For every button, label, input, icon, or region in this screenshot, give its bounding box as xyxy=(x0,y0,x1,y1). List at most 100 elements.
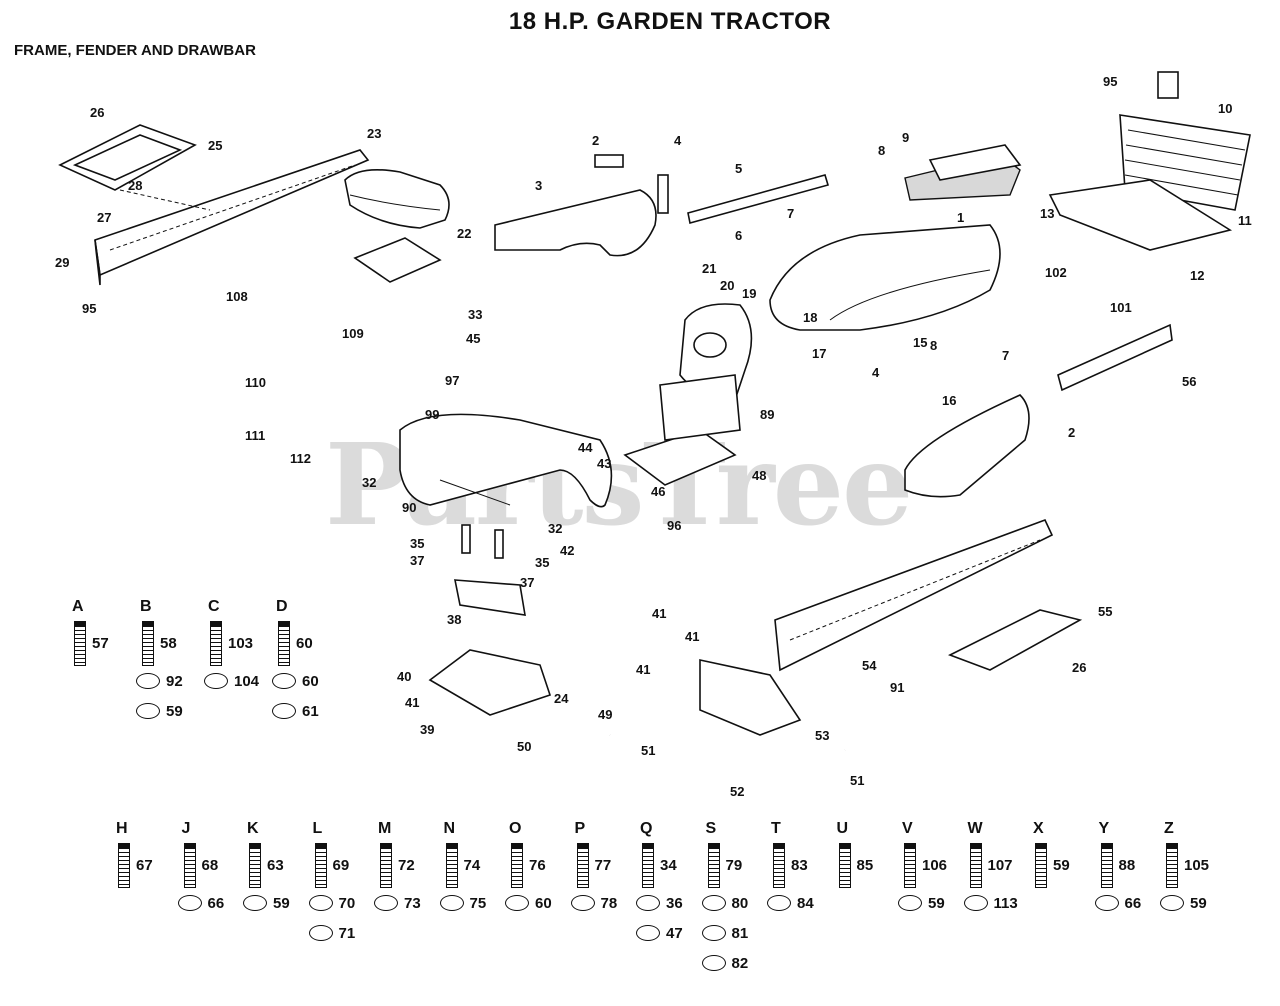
callout: 45 xyxy=(466,331,480,346)
part-number: 59 xyxy=(166,702,183,720)
hardware-part: 92 xyxy=(132,666,200,696)
hardware-part: 47 xyxy=(632,918,698,948)
part-number: 78 xyxy=(600,894,618,912)
callout: 21 xyxy=(702,261,716,276)
callout: 54 xyxy=(862,658,877,673)
callout: 90 xyxy=(402,500,416,515)
callout: 99 xyxy=(425,407,439,422)
part-number: 59 xyxy=(273,894,290,912)
callout: 48 xyxy=(752,468,766,483)
callout: 112 xyxy=(290,451,311,466)
callout: 46 xyxy=(651,484,665,499)
hardware-part: 71 xyxy=(305,918,371,948)
callout: 8 xyxy=(930,338,937,353)
part-number: 79 xyxy=(725,856,743,874)
part-2-top xyxy=(594,154,624,168)
part-number: 66 xyxy=(1124,894,1142,912)
callout: 24 xyxy=(554,691,569,706)
callout: 18 xyxy=(803,310,817,325)
hardware-part: 106 xyxy=(894,842,960,888)
mount-40 xyxy=(428,649,552,716)
hardware-part: 66 xyxy=(1091,888,1157,918)
callout: 41 xyxy=(685,629,699,644)
drawbar xyxy=(699,659,802,736)
callout: 41 xyxy=(405,695,419,710)
callout: 55 xyxy=(1098,604,1112,619)
part-number: 106 xyxy=(922,856,948,874)
part-number: 72 xyxy=(398,856,415,874)
part-number: 34 xyxy=(660,856,677,874)
bolt-icon xyxy=(838,842,851,888)
callout: 4 xyxy=(674,133,682,148)
callout: 52 xyxy=(730,784,744,799)
bolt-icon xyxy=(118,842,130,888)
seat-cushion xyxy=(344,169,450,229)
hardware-letter: J xyxy=(181,820,191,837)
part-number: 83 xyxy=(791,856,808,874)
callout: 97 xyxy=(445,373,459,388)
callout: 26 xyxy=(1072,660,1086,675)
nut-icon xyxy=(243,895,267,911)
nut-icon xyxy=(636,925,660,941)
hardware-part: 76 xyxy=(501,842,567,888)
callout: 56 xyxy=(1182,374,1196,389)
hardware-part: 59 xyxy=(1025,842,1091,888)
hardware-part: 75 xyxy=(436,888,502,918)
bolt-icon xyxy=(183,842,196,888)
hardware-letter: W xyxy=(967,820,983,837)
callout: 7 xyxy=(787,206,794,221)
callout: 29 xyxy=(55,255,69,270)
hardware-letter: H xyxy=(116,820,128,837)
bolt-icon xyxy=(904,842,916,888)
bracket-38 xyxy=(454,579,526,616)
part-number: 84 xyxy=(797,894,814,912)
nut-icon xyxy=(1160,895,1184,911)
callout: 1 xyxy=(957,210,964,225)
nut-icon xyxy=(1094,895,1119,911)
hardware-part: 84 xyxy=(763,888,829,918)
hardware-part: 107 xyxy=(960,842,1026,888)
hardware-part: 73 xyxy=(370,888,436,918)
nut-icon xyxy=(136,703,160,719)
part-number: 77 xyxy=(594,856,612,874)
part-number: 107 xyxy=(987,856,1013,874)
left-frame-rail xyxy=(94,149,370,286)
callout: 28 xyxy=(128,178,142,193)
callout: 40 xyxy=(397,669,411,684)
callout: 111 xyxy=(245,428,265,443)
hardware-group-h: H 67 xyxy=(108,820,174,888)
hardware-part: 67 xyxy=(108,842,174,888)
bolt-icon xyxy=(74,620,86,666)
part-number: 67 xyxy=(136,856,153,874)
callout: 23 xyxy=(367,126,381,141)
hardware-part: 59 xyxy=(1156,888,1222,918)
callout: 3 xyxy=(535,178,542,193)
part-5-strip xyxy=(687,174,830,224)
nut-icon xyxy=(177,895,202,911)
support-48 xyxy=(659,374,741,441)
part-95-clip xyxy=(1157,71,1179,99)
nut-icon xyxy=(570,895,595,911)
hardware-part: 85 xyxy=(829,842,895,888)
callout: 17 xyxy=(812,346,826,361)
nut-icon xyxy=(767,895,791,911)
callout: 2 xyxy=(592,133,599,148)
bolt-icon xyxy=(210,620,222,666)
bolt-icon xyxy=(1166,842,1178,888)
callout: 22 xyxy=(457,226,471,241)
hardware-part: 113 xyxy=(960,888,1026,918)
hardware-part: 61 xyxy=(268,696,336,726)
hardware-part: 58 xyxy=(132,620,200,666)
